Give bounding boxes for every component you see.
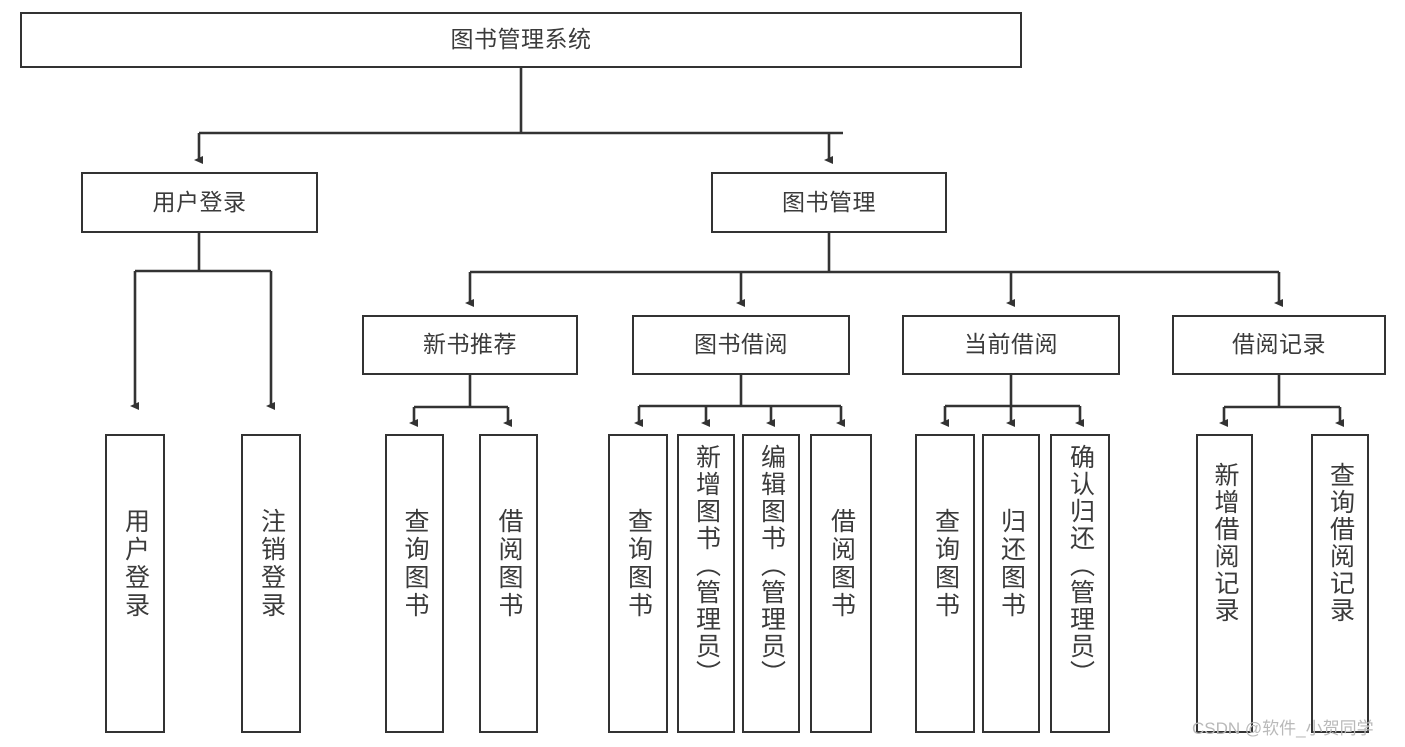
node-leaf-query-book-2[interactable]: 查询图书 xyxy=(608,434,668,733)
node-leaf-query-book-3-label: 查询图书 xyxy=(931,508,960,620)
node-leaf-borrow-book-1-label: 借阅图书 xyxy=(495,508,523,620)
node-leaf-return-book[interactable]: 归还图书 xyxy=(982,434,1040,733)
node-leaf-query-book-3[interactable]: 查询图书 xyxy=(915,434,975,733)
node-leaf-user-login[interactable]: 用户登录 xyxy=(105,434,165,733)
csdn-watermark: CSDN @软件_小贺同学 xyxy=(1192,719,1374,738)
node-leaf-query-book-1-label: 查询图书 xyxy=(401,508,429,620)
node-leaf-add-book-label: 新增图书（管理员） xyxy=(692,444,721,687)
node-leaf-borrow-book-2[interactable]: 借阅图书 xyxy=(810,434,872,733)
node-borrow-record[interactable]: 借阅记录 xyxy=(1172,315,1386,375)
node-new-book-recommend-label: 新书推荐 xyxy=(423,331,517,358)
node-book-manage[interactable]: 图书管理 xyxy=(711,172,947,233)
node-leaf-borrow-book-2-label: 借阅图书 xyxy=(827,508,856,620)
node-leaf-query-book-1[interactable]: 查询图书 xyxy=(385,434,444,733)
node-leaf-add-book[interactable]: 新增图书（管理员） xyxy=(677,434,735,733)
node-leaf-confirm-return-label: 确认归还（管理员） xyxy=(1066,444,1095,687)
node-book-borrow-label: 图书借阅 xyxy=(694,331,788,358)
node-leaf-confirm-return[interactable]: 确认归还（管理员） xyxy=(1050,434,1110,733)
node-leaf-query-book-2-label: 查询图书 xyxy=(624,508,653,620)
node-leaf-edit-book-label: 编辑图书（管理员） xyxy=(757,444,786,687)
node-current-borrow-label: 当前借阅 xyxy=(964,331,1058,358)
node-new-book-recommend[interactable]: 新书推荐 xyxy=(362,315,578,375)
node-user-login[interactable]: 用户登录 xyxy=(81,172,318,233)
node-leaf-add-record-label: 新增借阅记录 xyxy=(1211,462,1239,624)
node-leaf-query-record[interactable]: 查询借阅记录 xyxy=(1311,434,1369,733)
node-leaf-add-record[interactable]: 新增借阅记录 xyxy=(1196,434,1253,733)
node-leaf-user-login-label: 用户登录 xyxy=(121,508,150,620)
node-leaf-borrow-book-1[interactable]: 借阅图书 xyxy=(479,434,538,733)
node-root[interactable]: 图书管理系统 xyxy=(20,12,1022,68)
node-borrow-record-label: 借阅记录 xyxy=(1232,331,1326,358)
node-leaf-query-record-label: 查询借阅记录 xyxy=(1326,462,1355,624)
node-current-borrow[interactable]: 当前借阅 xyxy=(902,315,1120,375)
node-root-label: 图书管理系统 xyxy=(450,26,592,53)
node-leaf-edit-book[interactable]: 编辑图书（管理员） xyxy=(742,434,800,733)
node-user-login-label: 用户登录 xyxy=(152,188,247,215)
node-leaf-logout-label: 注销登录 xyxy=(257,508,286,620)
node-leaf-logout[interactable]: 注销登录 xyxy=(241,434,301,733)
node-book-borrow[interactable]: 图书借阅 xyxy=(632,315,850,375)
node-book-manage-label: 图书管理 xyxy=(782,188,876,215)
node-leaf-return-book-label: 归还图书 xyxy=(997,508,1026,620)
